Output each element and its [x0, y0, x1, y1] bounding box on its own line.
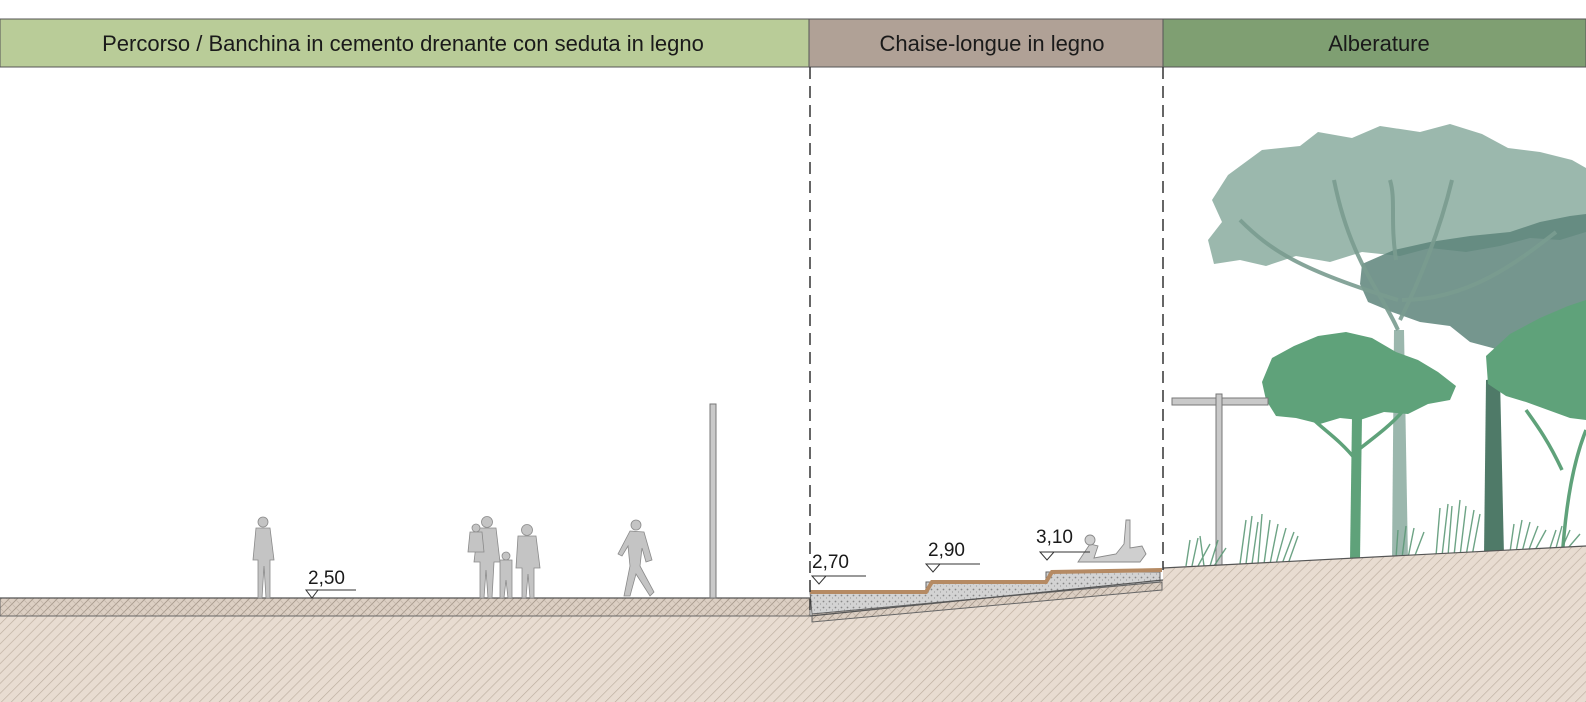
elevation-marker-250: 2,50: [305, 568, 356, 599]
chaise-longue-steps: [809, 568, 1164, 623]
zone-label-chaise: Chaise-longue in legno: [879, 31, 1104, 56]
pedestrian-icon: [252, 516, 275, 599]
slab-under: [811, 581, 1163, 623]
elevation-label-310: 3,10: [1036, 527, 1073, 548]
walker-icon: [617, 519, 655, 597]
elevation-label-270: 2,70: [812, 552, 849, 573]
header-bar: Percorso / Banchina in cemento drenante …: [0, 18, 1586, 68]
zone-header-chaise: [808, 18, 1164, 68]
elevation-label-290: 2,90: [928, 540, 965, 561]
elevation-marker-290: 2,90: [924, 540, 980, 573]
tree-canopy-pale: [1208, 124, 1586, 266]
zone-label-alberature: Alberature: [1328, 31, 1430, 56]
elevation-label-250: 2,50: [308, 568, 345, 589]
tree-icon: [1208, 124, 1586, 561]
lamp-post-icon: [1171, 393, 1269, 567]
family-icon: [467, 516, 541, 599]
grass-icon: [1185, 499, 1581, 567]
tree-canopy-green-right: [1486, 300, 1586, 420]
elevation-marker-310: 3,10: [1036, 527, 1090, 561]
reclining-person-icon: [1077, 519, 1147, 563]
wood-deck: [810, 568, 1163, 594]
zone-header-alberature: [1162, 18, 1586, 68]
tree-trunk-dark: [1484, 378, 1504, 556]
zone-label-percorso: Percorso / Banchina in cemento drenante …: [102, 31, 704, 56]
tree-canopy-green: [1262, 332, 1456, 424]
ground-section: [0, 545, 1586, 702]
ground-right: [1163, 546, 1586, 702]
zone-header-percorso: [0, 18, 810, 68]
paving-left: [0, 597, 811, 617]
elevation-marker-270: 2,70: [810, 552, 866, 585]
lamp-post-icon: [709, 403, 717, 599]
zone-dividers: [809, 67, 1164, 610]
tree-trunk-green: [1350, 416, 1362, 560]
